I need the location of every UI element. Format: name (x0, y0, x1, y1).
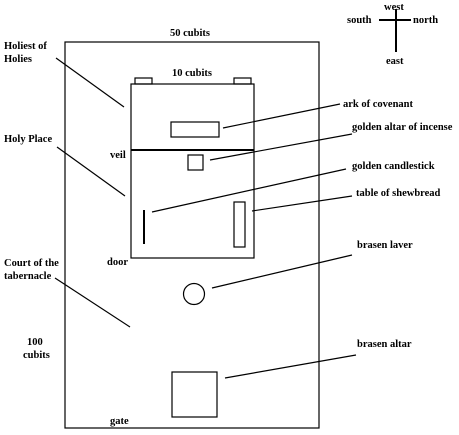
laver-label: brasen laver (357, 240, 413, 251)
compass-south: south (347, 15, 372, 26)
leader-court (54, 277, 131, 328)
leader-incense (209, 133, 353, 161)
tabernacle-outline (130, 83, 255, 259)
brasen-altar-shape (171, 371, 218, 418)
leader-brasen-altar (224, 354, 357, 379)
court-outline (64, 41, 320, 429)
ark-of-covenant-shape (170, 121, 220, 138)
corner-post-right (233, 77, 252, 85)
gate-label: gate (110, 416, 129, 427)
brasen-altar-label: brasen altar (357, 339, 412, 350)
court-label-line2: tabernacle (4, 271, 52, 282)
court-label-line1: Court of the (4, 258, 59, 269)
holy-place-label: Holy Place (4, 134, 52, 145)
holiest-label-line1: Holiest of (4, 41, 47, 52)
compass-east: east (386, 56, 404, 67)
compass-west: west (384, 2, 404, 13)
tabernacle-width-label: 10 cubits (172, 68, 212, 79)
altar-incense-label: golden altar of incense (352, 122, 453, 133)
shewbread-label: table of shewbread (356, 188, 441, 199)
court-length-unit: cubits (23, 350, 50, 361)
veil-label: veil (110, 150, 126, 161)
leader-ark (222, 103, 341, 129)
court-width-label: 50 cubits (170, 28, 210, 39)
leader-laver (211, 254, 353, 289)
corner-post-left (134, 77, 153, 85)
brasen-laver-shape (182, 282, 206, 306)
leader-holiest (55, 57, 125, 108)
shewbread-table-shape (233, 201, 246, 248)
altar-of-incense-shape (187, 154, 204, 171)
holiest-label-line2: Holies (4, 54, 32, 65)
compass-north: north (413, 15, 438, 26)
ark-label: ark of covenant (343, 99, 413, 110)
leader-holy-place (56, 146, 126, 197)
door-label: door (107, 257, 128, 268)
leader-shewbread (251, 195, 353, 212)
leader-candlestick (151, 168, 347, 213)
court-length-number: 100 (27, 337, 43, 348)
candlestick-label: golden candlestick (352, 161, 435, 172)
